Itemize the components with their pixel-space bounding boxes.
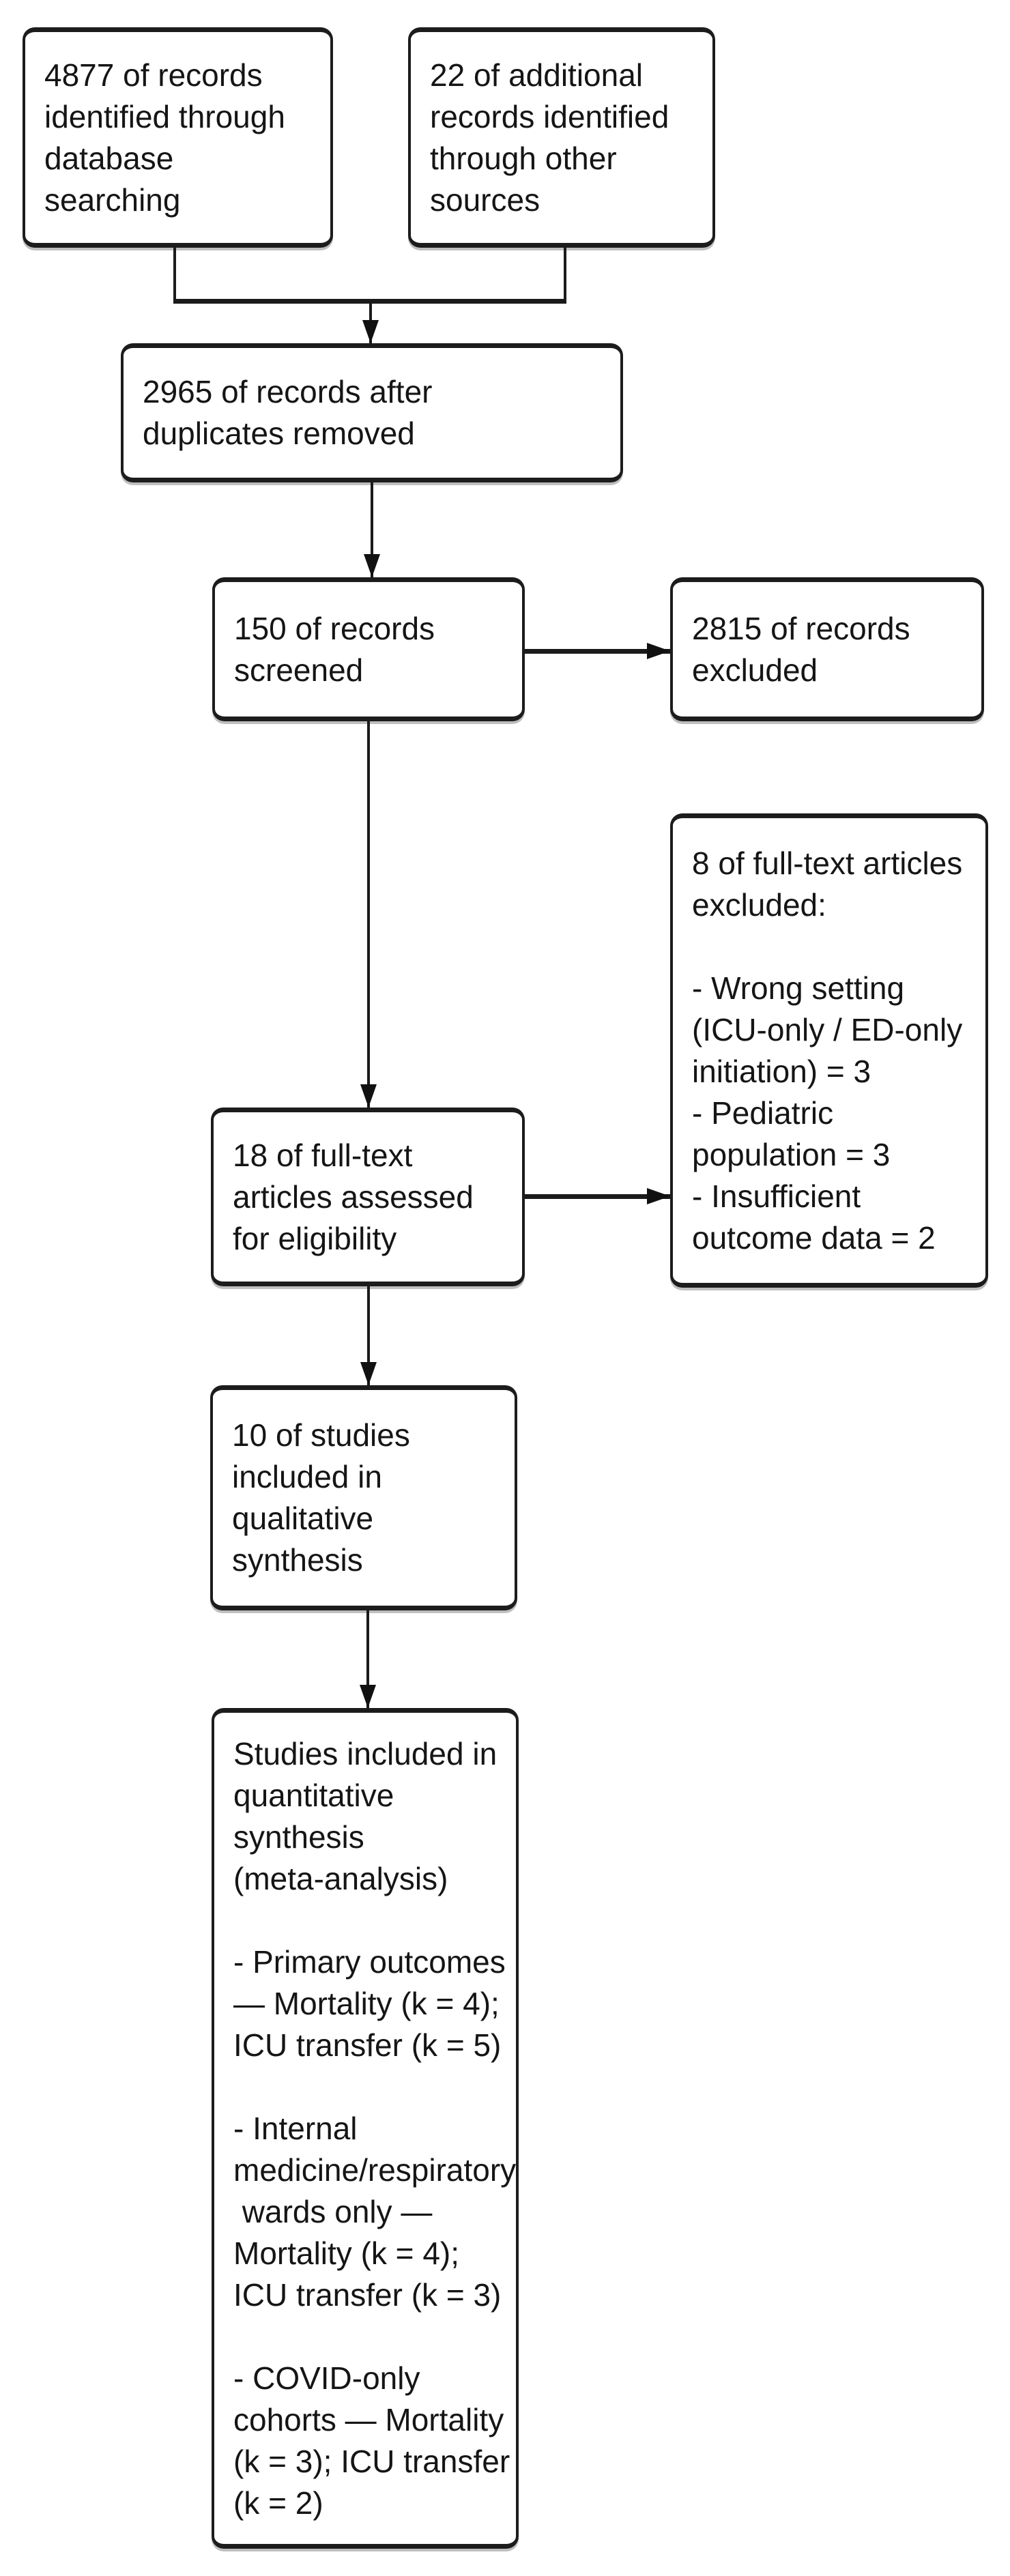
box-text-line bbox=[233, 2316, 497, 2358]
connector-duplicates-to-screened bbox=[371, 482, 373, 577]
box-text-line: Studies included in bbox=[233, 1735, 497, 1771]
box-records-identified-database: 4877 of records identified through databas… bbox=[23, 27, 333, 248]
arrowhead-into-fulltext-excluded-box-icon bbox=[647, 1188, 670, 1204]
box-text-line: (meta-analysis) bbox=[233, 1860, 448, 1896]
box-fulltext-articles-assessed: 18 of full-text articles assessed for elig… bbox=[211, 1108, 525, 1286]
box-text-line: for eligibility bbox=[233, 1220, 397, 1256]
box-text-line: (k = 2) bbox=[233, 2485, 323, 2521]
arrowhead-into-screened-box-icon bbox=[364, 554, 380, 577]
box-text-line: 22 of additional bbox=[430, 57, 644, 93]
box-text-line: excluded bbox=[692, 652, 818, 688]
box-text-line: excluded: bbox=[692, 886, 826, 923]
connector-database-to-merge bbox=[173, 248, 176, 302]
box-text-line: Mortality (k = 4); bbox=[233, 2235, 460, 2271]
box-text-line: articles assessed bbox=[233, 1178, 474, 1215]
box-text-line: initiation) = 3 bbox=[692, 1053, 871, 1089]
connector-screened-to-records-excluded bbox=[525, 649, 670, 654]
connector-other-sources-to-merge bbox=[564, 248, 566, 302]
box-text-line: sources bbox=[430, 182, 540, 218]
box-text-line: (k = 3); ICU transfer bbox=[233, 2443, 510, 2479]
box-text-line: - Internal bbox=[233, 2110, 358, 2146]
box-text-line bbox=[233, 2066, 497, 2108]
box-text-line: synthesis bbox=[233, 1819, 364, 1855]
box-text-line: database bbox=[44, 140, 174, 176]
box-text-line: 2815 of records bbox=[692, 610, 910, 646]
box-records-excluded: 2815 of records excluded bbox=[670, 577, 984, 721]
box-text-line: ICU transfer (k = 5) bbox=[233, 2027, 502, 2063]
box-text-line: population = 3 bbox=[692, 1136, 891, 1172]
box-text-line: through other bbox=[430, 140, 617, 176]
connector-qualitative-to-quantitative bbox=[366, 1610, 369, 1708]
box-text-line: 10 of studies bbox=[232, 1417, 410, 1453]
box-text-line: - Primary outcomes bbox=[233, 1943, 506, 1980]
box-text-line: 2965 of records after bbox=[143, 374, 433, 409]
box-text-line: quantitative bbox=[233, 1777, 394, 1813]
box-qualitative-synthesis: 10 of studies included in qualitative synth… bbox=[210, 1385, 517, 1610]
box-text-line: synthesis bbox=[232, 1542, 363, 1578]
box-text-line: records identified bbox=[430, 98, 669, 134]
box-text-line: searching bbox=[44, 182, 181, 218]
box-text-line: (ICU-only / ED-only bbox=[692, 1011, 963, 1047]
arrowhead-into-qualitative-box-icon bbox=[360, 1362, 377, 1385]
box-quantitative-synthesis: Studies included in quantitative synthesis… bbox=[212, 1708, 519, 2549]
box-text-line: qualitative bbox=[232, 1501, 374, 1536]
box-text-line: - COVID-only bbox=[233, 2360, 420, 2396]
box-text-line bbox=[233, 1900, 497, 1941]
box-text-line: medicine/respiratory bbox=[233, 2152, 517, 2188]
connector-fulltext-assessed-to-qualitative bbox=[367, 1286, 370, 1385]
box-text-line: 4877 of records bbox=[44, 57, 263, 93]
box-records-screened: 150 of records screened bbox=[212, 577, 525, 721]
connector-screened-to-fulltext-assessed bbox=[367, 721, 370, 1108]
box-text-line: identified through bbox=[44, 98, 285, 134]
box-text-line: ICU transfer (k = 3) bbox=[233, 2276, 502, 2313]
box-records-after-duplicates: 2965 of records after duplicates removed bbox=[121, 343, 623, 482]
box-text-line: duplicates removed bbox=[143, 416, 415, 451]
box-text-line: - Insufficient bbox=[692, 1178, 861, 1214]
box-text-line bbox=[692, 926, 966, 968]
arrowhead-into-duplicates-box-icon bbox=[362, 320, 379, 343]
arrowhead-into-fulltext-assessed-box-icon bbox=[360, 1084, 377, 1108]
box-text-line: 18 of full-text bbox=[233, 1137, 413, 1173]
box-text-line: 8 of full-text articles bbox=[692, 845, 963, 881]
arrowhead-into-records-excluded-box-icon bbox=[647, 643, 670, 659]
box-text-line: — Mortality (k = 4); bbox=[233, 1985, 500, 2021]
box-fulltext-articles-excluded: 8 of full-text articles excluded: - Wrong… bbox=[670, 813, 988, 1288]
box-text-line: outcome data = 2 bbox=[692, 1219, 936, 1256]
box-text-line: included in bbox=[232, 1459, 382, 1494]
connector-fulltext-assessed-to-fulltext-excluded bbox=[525, 1194, 670, 1199]
box-text-line: - Wrong setting bbox=[692, 970, 905, 1006]
box-text-line: 150 of records bbox=[234, 610, 435, 646]
box-text-line: screened bbox=[234, 652, 364, 688]
box-text-line: - Pediatric bbox=[692, 1095, 834, 1131]
box-records-identified-other-sources: 22 of additional records identified throug… bbox=[408, 27, 715, 248]
box-text-line: cohorts — Mortality bbox=[233, 2401, 504, 2437]
box-text-line: wards only — bbox=[233, 2193, 433, 2229]
arrowhead-into-quantitative-box-icon bbox=[360, 1685, 376, 1708]
